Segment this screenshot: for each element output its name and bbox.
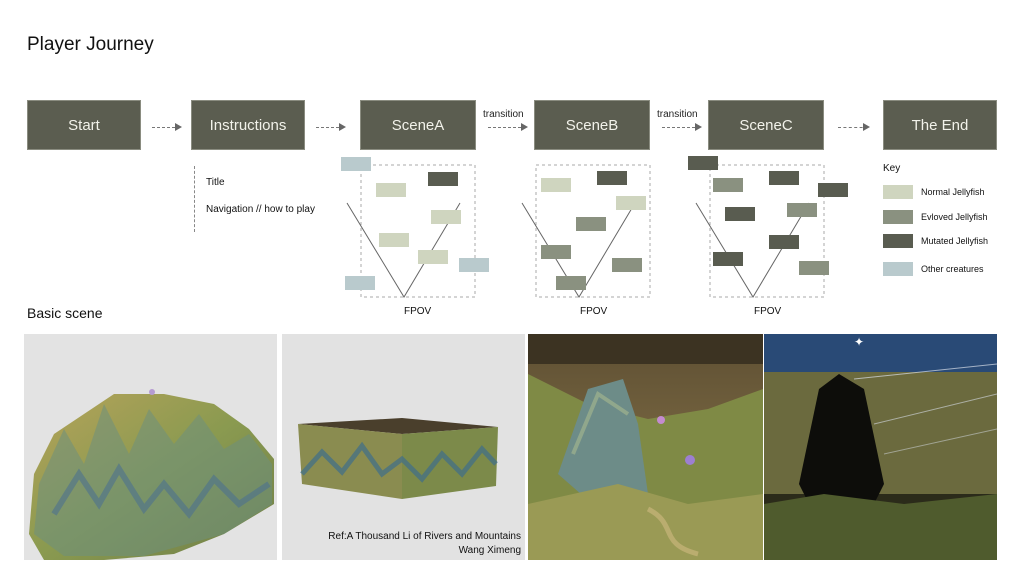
fpov-label: FPOV (580, 306, 608, 317)
flow-arrow (488, 123, 528, 131)
reference-caption-line2: Wang Ximeng (458, 545, 521, 556)
flow-arrow (316, 123, 346, 131)
key-swatch-evolved (883, 210, 913, 224)
step-start: Start (27, 100, 141, 150)
basic-scene-label: Basic scene (27, 305, 103, 321)
key-swatch-other (883, 262, 913, 276)
note-navigation: Navigation // how to play (206, 204, 315, 215)
transition-label: transition (483, 109, 524, 120)
fpov-label: FPOV (754, 306, 782, 317)
terrain-overview-image (24, 334, 277, 560)
svg-text:✦: ✦ (854, 335, 864, 349)
scene-b-diagram (521, 164, 651, 298)
key-label-evolved: Evloved Jellyfish (921, 212, 988, 222)
night-view-image: ✦ (764, 334, 997, 560)
reference-box-image (282, 334, 525, 560)
key-label-normal: Normal Jellyfish (921, 187, 985, 197)
notes-divider (194, 166, 195, 232)
step-scene-b: SceneB (534, 100, 650, 150)
flow-arrow (662, 123, 702, 131)
scene-c-diagram (688, 156, 848, 298)
flow-arrow (838, 123, 870, 131)
step-scene-c: SceneC (708, 100, 824, 150)
key-swatch-normal (883, 185, 913, 199)
room-view-image (528, 334, 763, 560)
fpov-label: FPOV (404, 306, 432, 317)
transition-label: transition (657, 109, 698, 120)
step-the-end: The End (883, 100, 997, 150)
step-scene-a: SceneA (360, 100, 476, 150)
page-title: Player Journey (27, 34, 154, 55)
key-swatch-mutated (883, 234, 913, 248)
scene-a-diagram (341, 157, 489, 298)
step-instructions: Instructions (191, 100, 305, 150)
key-label-other: Other creatures (921, 264, 984, 274)
key-title: Key (883, 163, 901, 174)
key-label-mutated: Mutated Jellyfish (921, 236, 989, 246)
note-title: Title (206, 177, 225, 188)
reference-caption-line1: Ref:A Thousand Li of Rivers and Mountain… (328, 531, 521, 542)
flow-arrow (152, 123, 182, 131)
